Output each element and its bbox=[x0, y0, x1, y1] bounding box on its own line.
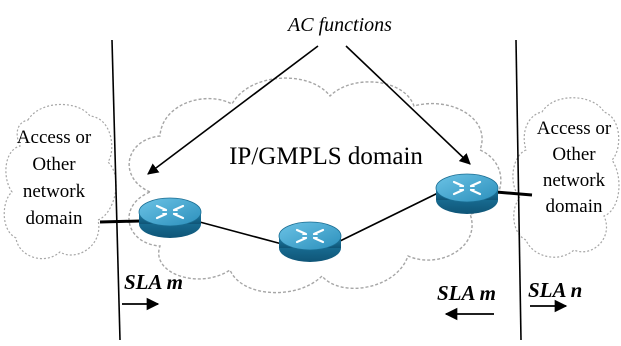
ac-functions-title: AC functions bbox=[286, 14, 392, 36]
right-domain-line-2: Other bbox=[552, 144, 596, 165]
left-domain-line-3: network bbox=[23, 181, 86, 202]
sla-label-left: SLA m bbox=[124, 270, 183, 294]
router-icon-right-edge bbox=[434, 172, 500, 216]
right-domain-line-4: domain bbox=[546, 196, 603, 217]
link-left-center bbox=[195, 220, 283, 245]
right-domain-line-3: network bbox=[543, 170, 606, 191]
left-boundary-line bbox=[111, 39, 121, 341]
link-left-boundary bbox=[99, 219, 141, 224]
right-boundary-line bbox=[515, 39, 522, 341]
right-domain-line-1: Access or bbox=[537, 118, 612, 139]
sla-label-middle: SLA m bbox=[437, 281, 496, 305]
right-domain-cloud bbox=[512, 97, 620, 258]
sla-label-right: SLA n bbox=[528, 278, 582, 302]
link-center-right bbox=[337, 191, 441, 243]
left-domain-line-2: Other bbox=[32, 154, 76, 175]
router-icon-core bbox=[277, 220, 343, 264]
left-domain-line-4: domain bbox=[26, 208, 83, 229]
router-icon-left-edge bbox=[137, 196, 203, 240]
core-domain-cloud bbox=[128, 77, 502, 294]
ac-arrow-right bbox=[345, 45, 471, 165]
ac-arrow-left bbox=[147, 45, 319, 175]
left-domain-line-1: Access or bbox=[17, 127, 92, 148]
link-right-boundary bbox=[495, 190, 533, 197]
core-domain-label: IP/GMPLS domain bbox=[229, 143, 423, 170]
left-domain-cloud bbox=[3, 103, 117, 260]
